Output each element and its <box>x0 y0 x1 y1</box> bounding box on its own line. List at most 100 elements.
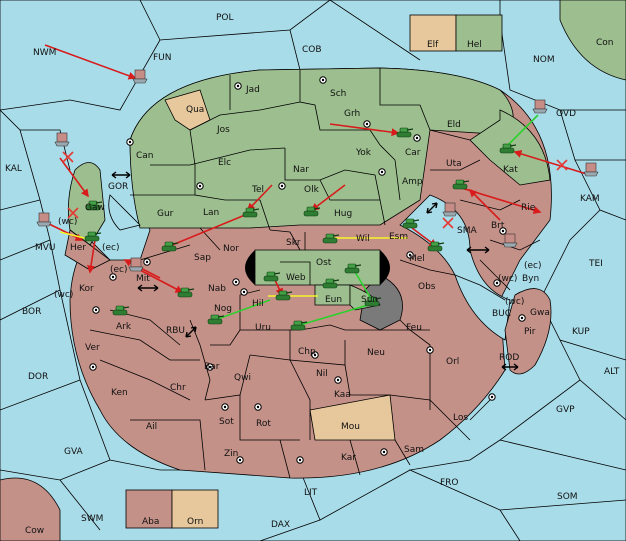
fleet-icon[interactable] <box>54 132 70 147</box>
central-cap-left <box>245 250 255 285</box>
supply-center-icon <box>109 273 117 281</box>
province-label-qwi: Qwi <box>234 373 251 383</box>
supply-center-icon <box>143 258 151 266</box>
province-label-tel: Tel <box>251 185 264 195</box>
fleet-icon[interactable] <box>583 162 599 177</box>
support-order-line <box>299 302 376 326</box>
territory-label-swm: SWM <box>81 514 103 524</box>
province-borders <box>89 68 541 479</box>
province-label-grh: Grh <box>344 109 360 119</box>
supply-center-icon <box>426 346 434 354</box>
province-label-mel: Mel <box>409 254 425 264</box>
province-label-rie: Rie <box>521 203 536 213</box>
legend-top-left-label: Elf <box>427 40 439 50</box>
province-label-lan: Lan <box>203 208 219 218</box>
territory-label-con: Con <box>596 38 614 48</box>
supply-center-icon <box>232 278 240 286</box>
province-label-wil: Wil <box>356 234 370 244</box>
fleet-icon[interactable] <box>132 69 148 84</box>
province-label-amp: Amp <box>402 177 423 187</box>
province-label-mit: Mit <box>136 274 150 284</box>
province-label-car: Car <box>405 148 421 158</box>
passage-arrow-icon <box>426 202 438 214</box>
fleet-icon[interactable] <box>442 202 458 217</box>
two-way-arrows <box>111 171 519 371</box>
supply-center-icon <box>311 351 319 359</box>
province-pir[interactable] <box>504 288 552 375</box>
coast-label: (ec) <box>524 261 542 271</box>
coast-label: (wc) <box>58 217 77 227</box>
province-label-nab: Nab <box>208 284 226 294</box>
province-label-jos: Jos <box>216 125 230 135</box>
territory-label-cob: COB <box>302 45 322 55</box>
province-label-gwa: Gwa <box>530 308 550 318</box>
province-label-nil: Nil <box>316 369 328 379</box>
supply-center-icon <box>413 134 421 142</box>
move-order-arrow <box>468 188 501 221</box>
territory-label-kal: KAL <box>5 164 22 174</box>
support-order-line <box>214 299 271 321</box>
fleet-icon[interactable] <box>532 99 548 114</box>
province-label-pir: Pir <box>524 327 536 337</box>
passage-arrow-icon <box>111 171 131 179</box>
failed-order-marks <box>62 151 568 229</box>
province-label-sap: Sap <box>194 253 211 263</box>
territory-label-rbu: RBU <box>166 326 185 336</box>
province-label-uru: Uru <box>255 323 271 333</box>
territory-label-lit: LIT <box>304 488 318 498</box>
move-order-arrow <box>59 157 89 198</box>
province-label-sch: Sch <box>330 89 346 99</box>
province-label-los: Los <box>453 413 468 423</box>
province-label-neu: Neu <box>367 348 385 358</box>
province-label-chp: Chp <box>298 347 316 357</box>
coast-label: (wc) <box>505 297 524 307</box>
move-order-arrow <box>329 123 400 137</box>
province-label-feu: Feu <box>406 323 422 333</box>
outer-labels: POL NWM FUN COB NOM Con OVD KAL KAM MVU … <box>5 13 620 536</box>
failed-order-x-icon <box>556 159 568 171</box>
passage-arrow-icon <box>501 363 519 371</box>
province-label-nar: Nar <box>293 165 309 175</box>
province-cow[interactable] <box>0 477 61 541</box>
fleet-icon[interactable] <box>36 212 52 227</box>
legend-top: Elf Hel <box>409 14 503 52</box>
province-label-sam: Sam <box>404 445 424 455</box>
fleet-icon[interactable] <box>128 257 144 272</box>
legend-top-left-box <box>409 14 457 52</box>
supply-center-icon <box>196 182 204 190</box>
supply-center-icon <box>493 279 501 287</box>
supply-center-icon <box>334 376 342 384</box>
province-label-obs: Obs <box>418 282 436 292</box>
province-label-kar: Kar <box>341 453 356 463</box>
fleet-icon[interactable] <box>502 233 518 248</box>
supply-center-icon <box>380 448 388 456</box>
province-obs-grey[interactable] <box>359 274 403 331</box>
supply-center-icon <box>319 76 327 84</box>
legend-top-right-box <box>455 14 503 52</box>
territory-label-pol: POL <box>216 13 234 23</box>
province-label-jad: Jad <box>245 85 260 95</box>
move-order-arrow <box>139 269 184 293</box>
move-order-arrow <box>44 44 137 80</box>
territory-label-gor: GOR <box>108 182 128 192</box>
territory-label-gva: GVA <box>64 447 84 457</box>
move-order-arrow <box>246 184 273 212</box>
province-label-qua: Qua <box>186 105 204 115</box>
province-label-ver: Ver <box>85 343 100 353</box>
legend-top-right-label: Hel <box>467 40 482 50</box>
territory-label-nwm: NWM <box>33 48 56 58</box>
province-label-her: Her <box>70 243 86 253</box>
province-label-ken: Ken <box>111 388 128 398</box>
support-order-line <box>507 114 539 146</box>
province-label-web: Web <box>286 273 306 283</box>
supply-center-icon <box>278 182 286 190</box>
province-label-uta: Uta <box>446 159 462 169</box>
supply-center-icon <box>518 314 526 322</box>
central-cap-right <box>380 250 390 285</box>
province-label-sun: Sun <box>361 295 378 305</box>
territory-label-rod: ROD <box>499 353 519 363</box>
province-label-kor: Kor <box>79 284 94 294</box>
supply-center-icon <box>254 403 262 411</box>
supply-centers <box>89 76 526 464</box>
